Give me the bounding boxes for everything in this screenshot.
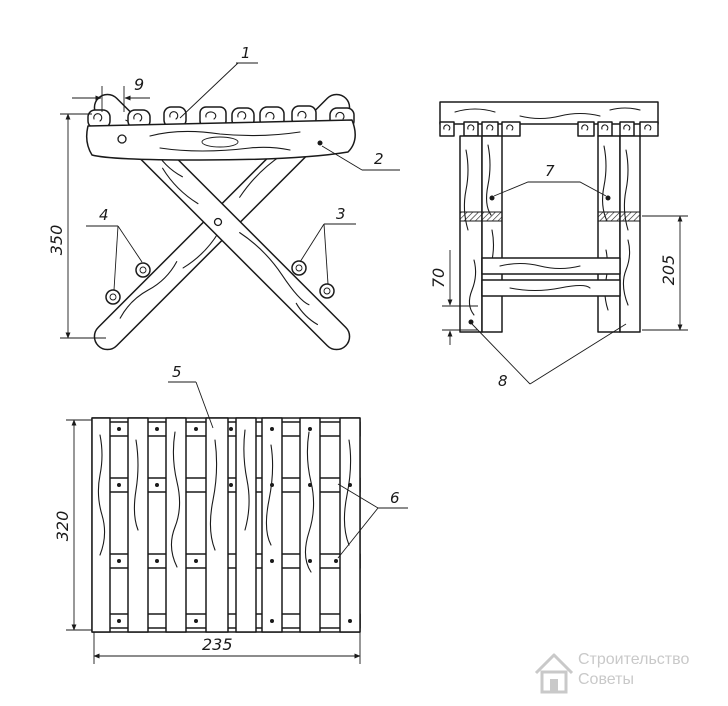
callout-8-label: 8: [498, 372, 508, 390]
callout-3: 3: [299, 205, 356, 285]
watermark-line-1: Строительство: [578, 651, 690, 668]
watermark-line-2: Советы: [578, 671, 634, 688]
top-screws: [117, 427, 352, 623]
top-view: 5 6 320 235: [53, 363, 408, 664]
front-leg-outer-left: [459, 135, 483, 333]
house-icon: [534, 653, 574, 694]
dim-70: 70: [429, 250, 478, 345]
callout-3-label: 3: [336, 205, 346, 223]
hinge-hatch-left: [459, 211, 503, 222]
side-nuts-right: [291, 260, 335, 299]
callout-7-label: 7: [545, 162, 555, 180]
front-view: 7 8 205 70: [429, 101, 688, 390]
label-70: 70: [429, 268, 448, 288]
front-leg-outer-right: [619, 135, 641, 333]
callout-8: 8: [471, 323, 627, 390]
label-235: 235: [202, 635, 233, 654]
label-205: 205: [659, 255, 678, 286]
callout-2: 2: [321, 145, 400, 171]
pivot-bolt: [213, 217, 223, 227]
front-leg-inner-left: [481, 135, 503, 333]
side-view: 350 9 1 2 3: [47, 44, 400, 351]
dim-205: 205: [642, 215, 688, 331]
front-crossbar-lower: [481, 279, 621, 297]
top-slats: [91, 417, 361, 633]
watermark: Строительство Советы: [530, 645, 720, 697]
label-9: 9: [134, 75, 144, 94]
callout-2-label: 2: [374, 150, 384, 168]
seat-side-rail: [85, 119, 356, 161]
dim-350: 350: [47, 113, 106, 339]
label-320: 320: [53, 511, 72, 542]
front-crossbar-upper: [481, 257, 621, 275]
callout-4-label: 4: [99, 206, 109, 224]
callout-1-label: 1: [241, 44, 251, 62]
dim-9: 9: [72, 75, 150, 112]
callout-7: 7: [493, 162, 607, 197]
callout-6-label: 6: [390, 489, 400, 507]
hinge-hatch-right: [597, 211, 641, 222]
callout-5-label: 5: [172, 363, 182, 381]
dim-320: 320: [53, 419, 92, 631]
callout-4: 4: [86, 206, 143, 291]
front-slat-ends: [439, 121, 659, 137]
front-seat-rail: [439, 101, 659, 125]
side-nuts-left: [105, 262, 151, 305]
dim-235: 235: [93, 632, 361, 664]
callout-1: 1: [179, 44, 258, 119]
callout-5: 5: [168, 363, 214, 429]
label-350: 350: [47, 225, 66, 256]
callout-6: 6: [337, 483, 408, 559]
